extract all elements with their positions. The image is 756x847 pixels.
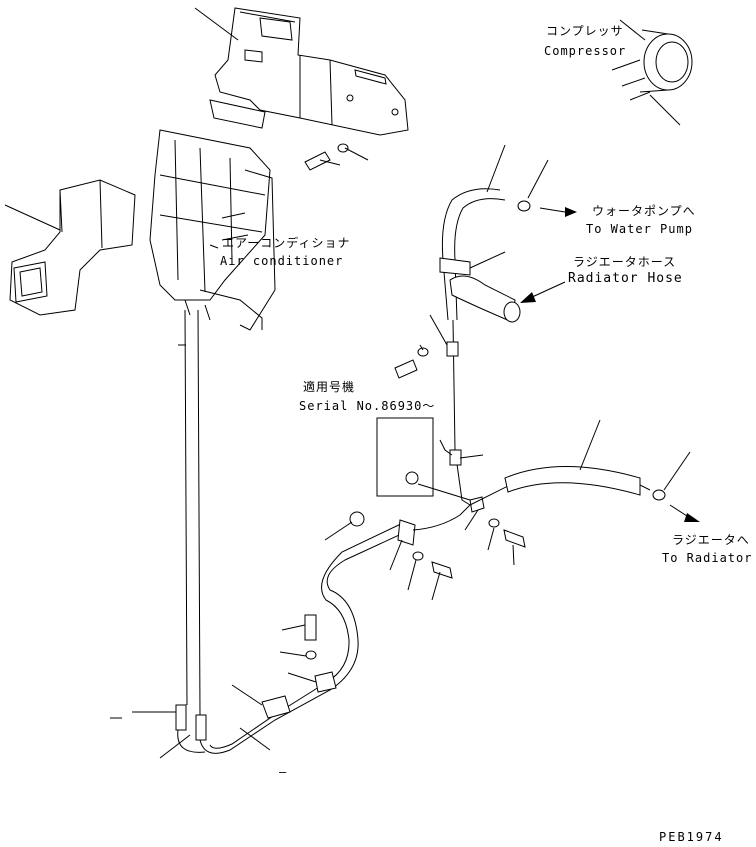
drawing-code: PEB1974 (659, 830, 724, 844)
water-pump-label-en: To Water Pump (586, 222, 693, 236)
flow-arrows (209, 207, 700, 522)
radiator-hose-label-jp: ラジエータホース (573, 255, 677, 269)
compressor (611, 19, 693, 101)
water-pump-pipe (394, 188, 531, 506)
serial-label-en: Serial No.86930～ (299, 399, 436, 413)
dash-mark: – (279, 765, 288, 779)
radiator-hose-label-en: Radiator Hose (568, 271, 683, 286)
compressor-label-jp: コンプレッサ (546, 24, 624, 38)
air-conditioner-unit (149, 7, 409, 331)
clamp-fittings (304, 496, 526, 660)
air-duct (9, 179, 136, 316)
heater-hoses (175, 309, 411, 754)
serial-label-jp: 適用号機 (303, 380, 356, 394)
leader-lines (4, 7, 691, 759)
air-conditioner-label-en: Air conditioner (220, 254, 344, 268)
air-conditioner-label-jp: エアーコンディショナ (222, 236, 351, 250)
bolt-washer-top (304, 143, 349, 171)
radiator-pipe (469, 466, 666, 506)
compressor-label-en: Compressor (544, 44, 627, 58)
to-radiator-label-en: To Radiator (662, 551, 753, 565)
serial-detail-box (376, 417, 471, 501)
to-radiator-label-jp: ラジエータへ (672, 533, 750, 547)
water-pump-label-jp: ウォータポンプへ (592, 204, 696, 218)
radiator-hose-part (449, 275, 521, 323)
